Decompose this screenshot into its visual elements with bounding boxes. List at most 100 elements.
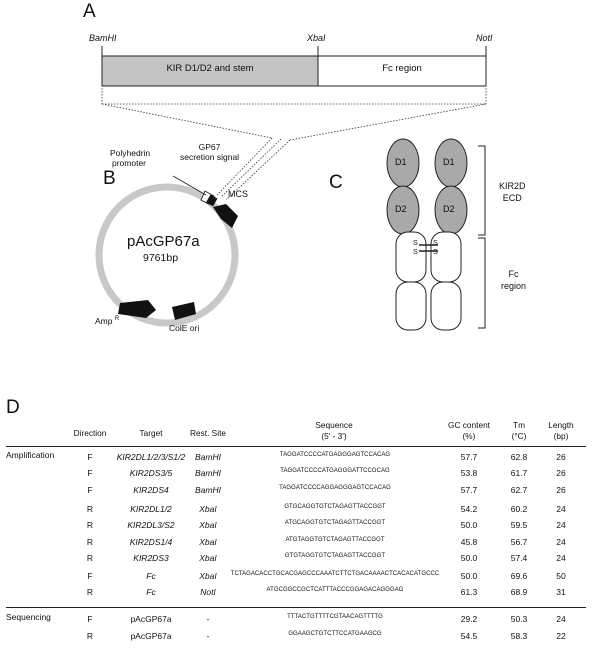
cell-seq: GGAAGCTGTCTTCCATGAAGCG	[288, 631, 382, 637]
figure-graphics	[95, 46, 487, 331]
signal-label-line1: GP67	[198, 142, 221, 152]
cell-site: BamHI	[195, 484, 221, 495]
plasmid-size: 9761bp	[143, 252, 179, 264]
cell-len: 24	[556, 552, 566, 563]
cell-tm: 59.5	[510, 520, 528, 531]
fc-left-upper	[395, 231, 427, 283]
cell-target: pAcGP67a	[130, 614, 172, 624]
promoter-label-line1: Polyhedrin	[110, 148, 151, 158]
ss-left-2: S	[413, 247, 418, 256]
ori-block	[172, 302, 196, 320]
kir-segment	[101, 55, 319, 87]
ss-right-2: S	[433, 247, 438, 256]
cell-site: XbaI	[199, 536, 217, 547]
cell-site: BamHI	[195, 468, 221, 479]
table-section-rule	[6, 607, 586, 608]
ori-label: ColE ori	[169, 323, 200, 333]
cell-seq: TAGGATCCCCATGAGGGATTCCGCAG	[280, 468, 390, 475]
cell-dir: R	[86, 587, 94, 598]
cell-gc: 53.8	[460, 468, 478, 479]
cell-tm: 69.6	[510, 571, 528, 582]
cell-site: XbaI	[199, 571, 217, 582]
cell-tm: 56.7	[510, 536, 528, 547]
d1-left-label: D1	[395, 157, 407, 167]
cell-gc: 50.0	[460, 571, 478, 582]
fc-right-lower	[430, 281, 462, 331]
section-label: Sequencing	[6, 612, 51, 622]
ecd-bracket	[478, 145, 486, 236]
fc-label-line1: Fc	[508, 269, 519, 279]
hdr-sequence: Sequence (5' - 3')	[284, 420, 384, 442]
cell-seq: TCTAGACACCTGCACGAGCCCAAATCTTCTGACAAAACTC…	[230, 571, 440, 578]
promoter-label-line2: promoter	[112, 158, 147, 168]
cell-len: 22	[556, 631, 566, 641]
promoter-label: Polyhedrin promoter	[110, 148, 150, 168]
cell-gc: 54.2	[460, 503, 478, 514]
fc-segment-label: Fc region	[382, 63, 422, 74]
cell-dir: R	[86, 631, 94, 641]
cell-site: XbaI	[199, 503, 217, 514]
cell-seq: TAGGATCCCCATGAGGGAGTCCACAG	[279, 452, 391, 458]
cell-target: Fc	[146, 587, 156, 598]
hdr-length: Length (bp)	[541, 420, 581, 442]
mcs-arrow	[213, 204, 238, 228]
cell-tm: 58.3	[510, 631, 528, 641]
cell-tm: 62.7	[510, 484, 528, 495]
hdr-target: Target	[139, 428, 163, 438]
cell-target: KIR2DS1/4	[129, 536, 173, 547]
cell-target: KIR2DL1/2	[130, 503, 172, 514]
cell-site: XbaI	[199, 552, 217, 563]
amp-arrow	[118, 300, 156, 318]
panel-b-letter: B	[103, 168, 116, 189]
cell-target: KIR2DL3/S2	[127, 520, 175, 531]
hdr-gc-line1: GC content	[448, 420, 490, 430]
signal-label-line2: secretion signal	[180, 152, 240, 162]
cell-site: -	[206, 631, 210, 641]
cell-len: 50	[556, 571, 566, 582]
cell-target: KIR2DS4	[133, 484, 169, 495]
hdr-seq-line2: (5' - 3')	[321, 431, 347, 441]
promoter-pointer	[172, 175, 207, 196]
cell-dir: F	[87, 452, 93, 462]
cell-tm: 50.3	[510, 614, 528, 624]
fc-label: Fc region	[501, 268, 526, 292]
cell-target: KIR2DS3	[133, 552, 169, 563]
cell-gc: 61.3	[460, 587, 478, 598]
cell-tm: 60.2	[510, 503, 528, 514]
hdr-gc: GC content (%)	[444, 420, 494, 442]
cell-target: KIR2DS3/5	[129, 468, 173, 479]
bamhi-label: BamHI	[89, 33, 117, 43]
fc-bracket	[478, 237, 486, 329]
hdr-gc-line2: (%)	[462, 431, 476, 441]
hdr-len-line2: (bp)	[553, 431, 569, 441]
mcs-label: MCS	[228, 189, 248, 199]
hdr-len-line1: Length	[548, 420, 574, 430]
cell-gc: 29.2	[460, 614, 478, 624]
cell-seq: ATGCGGCCGCTCATTTACCCGGAGACAGGGAG	[266, 587, 404, 594]
cell-tm: 68.9	[510, 587, 528, 598]
ecd-label-line2: ECD	[502, 193, 522, 203]
hdr-direction: Direction	[73, 428, 107, 438]
hdr-seq-line1: Sequence	[315, 420, 353, 430]
ecd-label-line1: KIR2D	[499, 181, 526, 191]
cell-seq: TTTACTGTTTTCGTAACAGTTTTG	[287, 614, 383, 620]
cell-site: NotI	[200, 587, 216, 598]
cell-dir: F	[87, 614, 93, 624]
cell-seq: GTGTAGGTGTCTAGAGTTACCGGT	[284, 552, 386, 559]
xbai-label: XbaI	[307, 33, 326, 43]
cell-len: 26	[556, 452, 566, 462]
cell-seq: TAGGATCCCCAGGAGGGAGTCCACAG	[279, 484, 391, 491]
kir-segment-label: KIR D1/D2 and stem	[166, 63, 254, 74]
cell-tm: 57.4	[510, 552, 528, 563]
d1-right-label: D1	[443, 157, 455, 167]
plasmid-name: pAcGP67a	[127, 233, 200, 250]
cell-target: KIR2DL1/2/3/S1/2	[116, 452, 186, 462]
amp-label: Amp R	[95, 316, 119, 326]
cell-len: 26	[556, 484, 566, 495]
cell-target: Fc	[146, 571, 156, 582]
amp-label-text: Amp	[95, 316, 113, 326]
cell-len: 24	[556, 614, 566, 624]
fc-segment	[317, 55, 487, 87]
d2-left-label: D2	[395, 204, 407, 214]
cell-gc: 54.5	[460, 631, 478, 641]
